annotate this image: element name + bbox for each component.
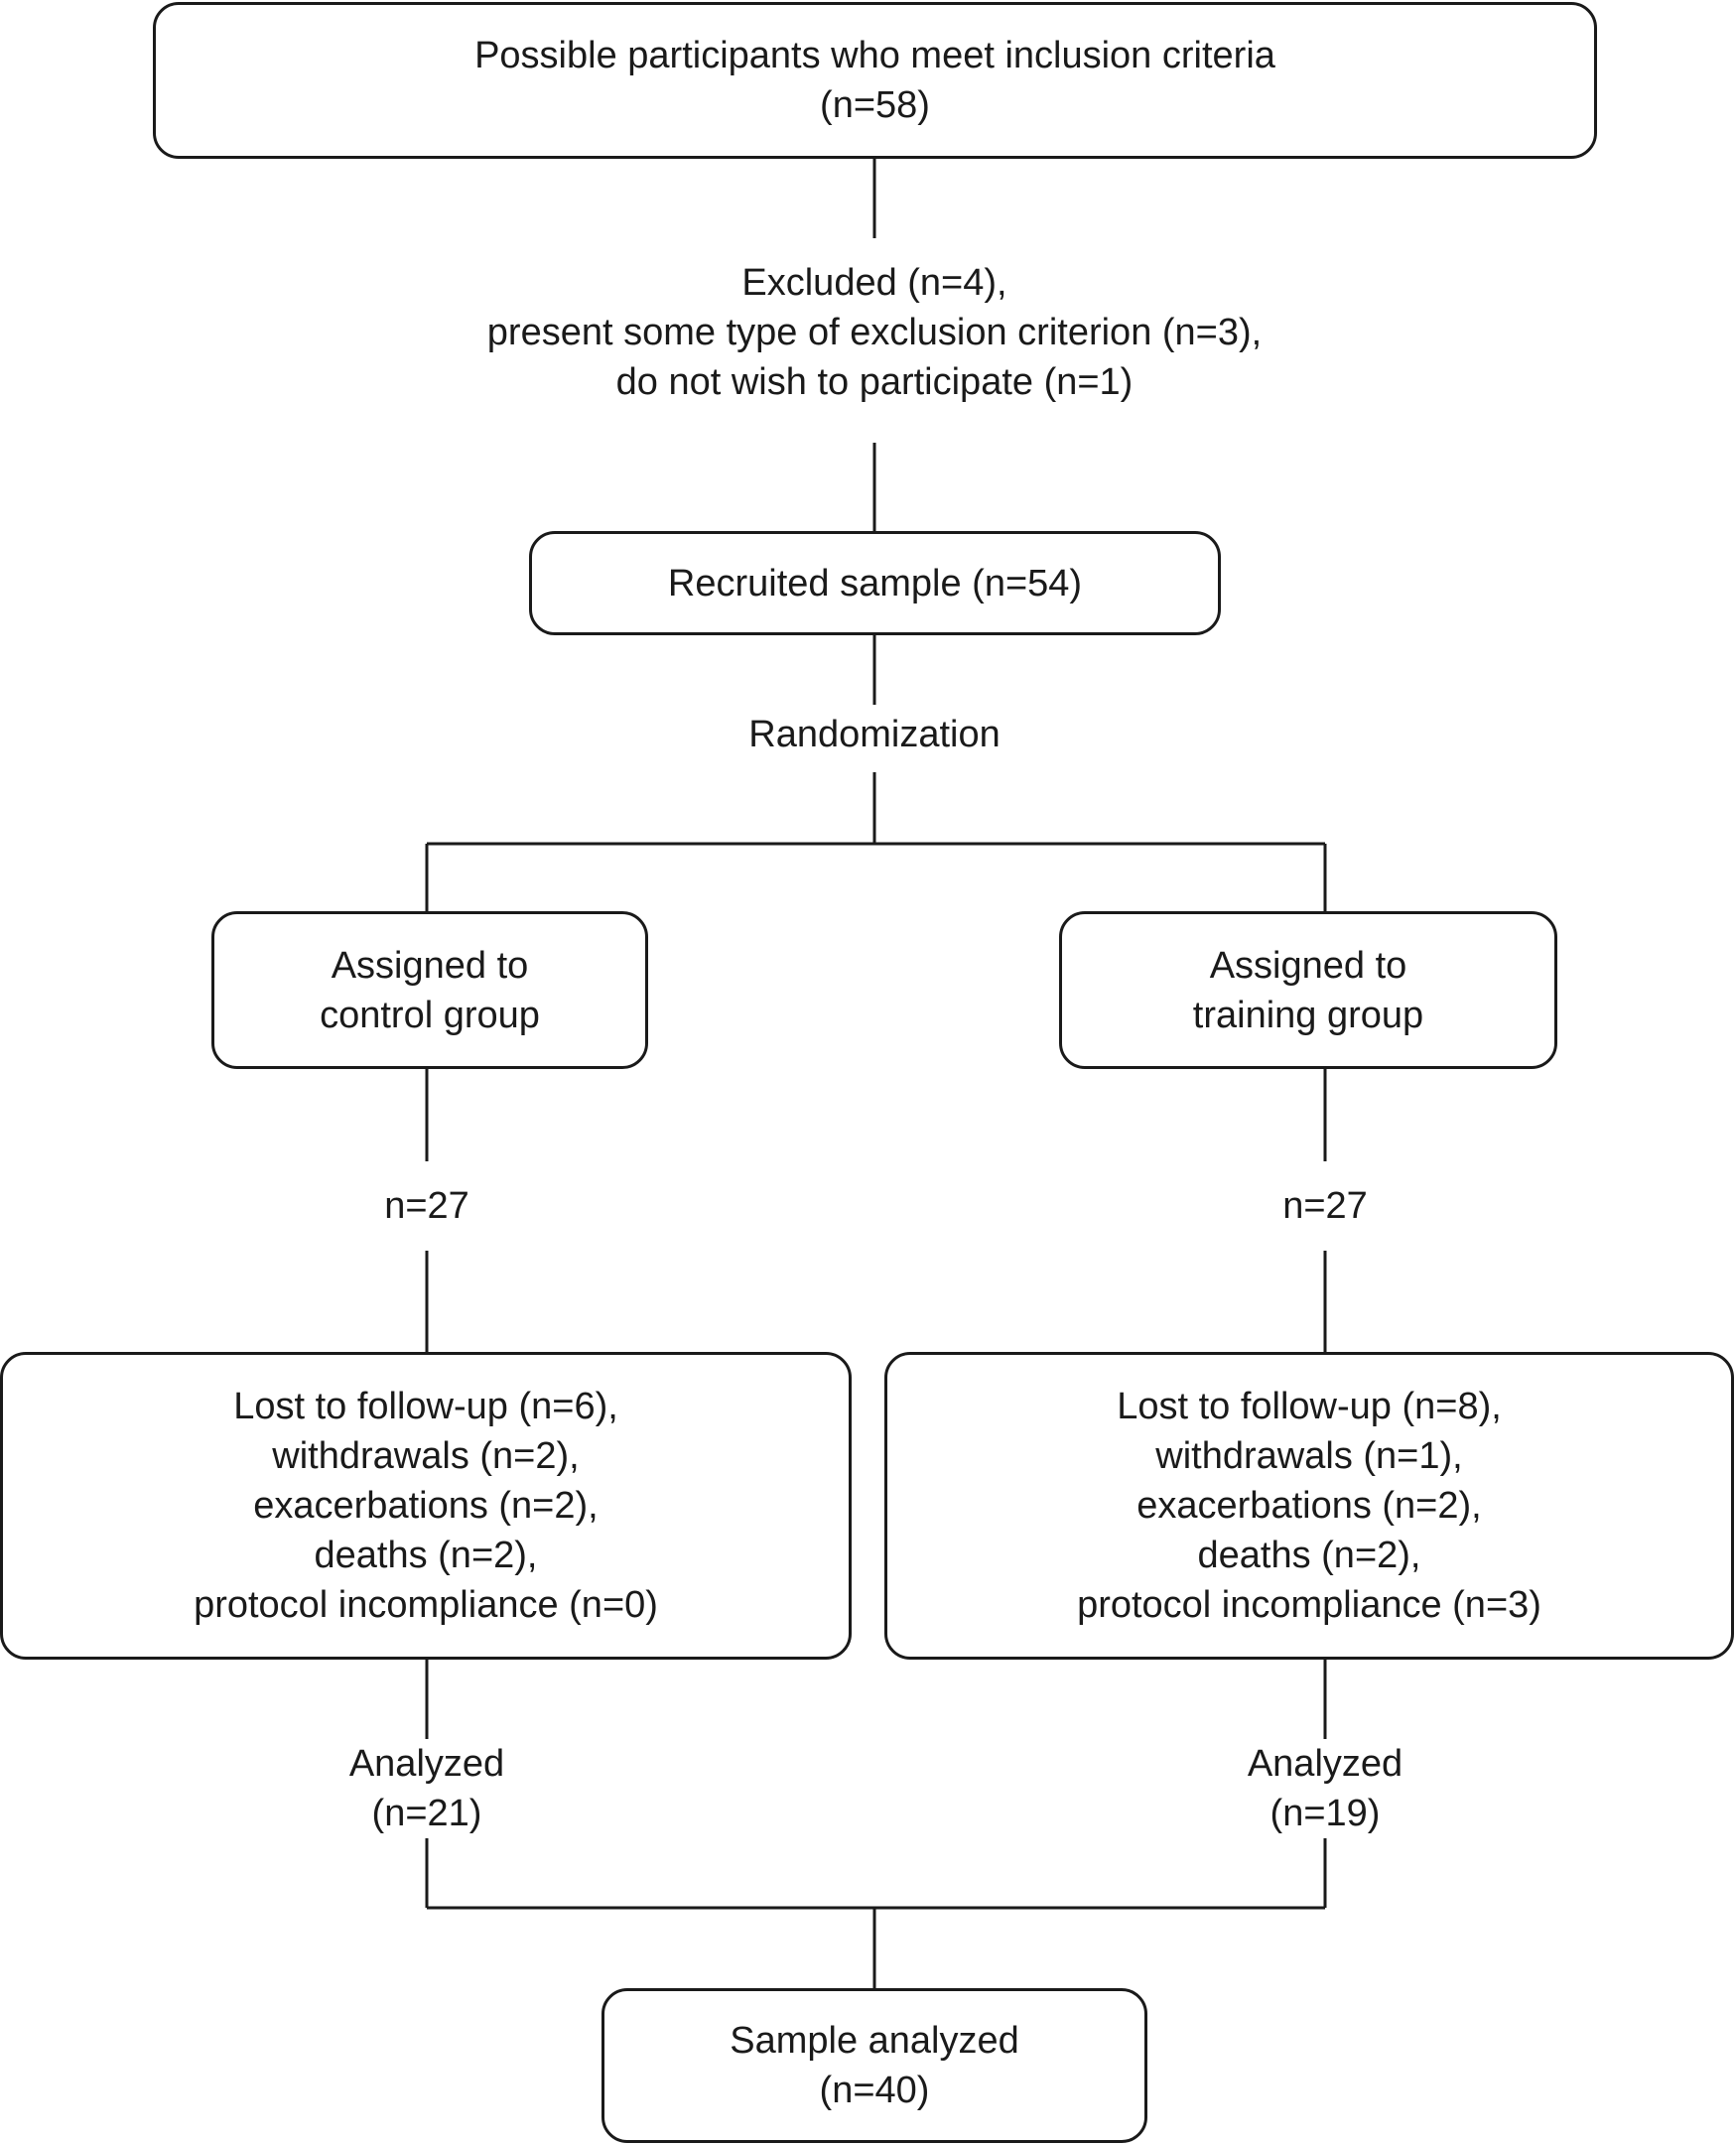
box-text-line: Sample analyzed <box>730 2020 1019 2062</box>
training-losses-box: Lost to follow-up (n=8), withdrawals (n=… <box>884 1352 1734 1660</box>
box-text-line: protocol incompliance (n=3) <box>1077 1584 1541 1626</box>
control-losses-box: Lost to follow-up (n=6), withdrawals (n=… <box>0 1352 852 1660</box>
box-text-line: control group <box>320 994 540 1036</box>
box-text-line: withdrawals (n=2), <box>272 1435 580 1477</box>
label-text-line: n=27 <box>1282 1185 1368 1227</box>
recruited-sample-box: Recruited sample (n=54) <box>529 531 1221 635</box>
control-n-label: n=27 <box>328 1176 526 1236</box>
excluded-label: Excluded (n=4), present some type of exc… <box>378 248 1371 417</box>
label-text-line: present some type of exclusion criterion… <box>486 312 1263 353</box>
box-text-line: deaths (n=2), <box>314 1535 538 1576</box>
label-text-line: do not wish to participate (n=1) <box>615 361 1134 403</box>
box-text-line: training group <box>1192 994 1424 1036</box>
training-n-label: n=27 <box>1226 1176 1424 1236</box>
box-text-line: Assigned to <box>331 944 529 987</box>
box-text-line: (n=58) <box>820 84 930 126</box>
control-group-box: Assigned to control group <box>211 911 648 1069</box>
label-text-line: n=27 <box>384 1185 469 1227</box>
box-text-line: withdrawals (n=1), <box>1155 1435 1463 1477</box>
training-group-box: Assigned to training group <box>1059 911 1557 1069</box>
sample-analyzed-box: Sample analyzed (n=40) <box>601 1988 1147 2143</box>
control-analyzed-label: Analyzed (n=21) <box>298 1739 556 1838</box>
randomization-label: Randomization <box>676 707 1073 762</box>
eligible-participants-box: Possible participants who meet inclusion… <box>153 2 1597 159</box>
box-text-line: Assigned to <box>1209 944 1407 987</box>
box-text-line: deaths (n=2), <box>1197 1535 1421 1576</box>
box-text-line: Lost to follow-up (n=8), <box>1117 1386 1502 1427</box>
box-text-line: Recruited sample (n=54) <box>667 562 1083 604</box>
box-text-line: Possible participants who meet inclusion… <box>474 35 1275 76</box>
label-text-line: Analyzed <box>1247 1743 1403 1785</box>
label-text-line: (n=19) <box>1269 1793 1381 1834</box>
box-text-line: (n=40) <box>819 2070 930 2111</box>
label-text-line: Excluded (n=4), <box>741 262 1007 304</box>
training-analyzed-label: Analyzed (n=19) <box>1196 1739 1454 1838</box>
box-text-line: protocol incompliance (n=0) <box>194 1584 658 1626</box>
box-text-line: exacerbations (n=2), <box>253 1485 599 1527</box>
label-text-line: (n=21) <box>371 1793 482 1834</box>
label-text-line: Analyzed <box>348 1743 505 1785</box>
box-text-line: exacerbations (n=2), <box>1136 1485 1482 1527</box>
box-text-line: Lost to follow-up (n=6), <box>233 1386 618 1427</box>
label-text-line: Randomization <box>748 714 1001 755</box>
